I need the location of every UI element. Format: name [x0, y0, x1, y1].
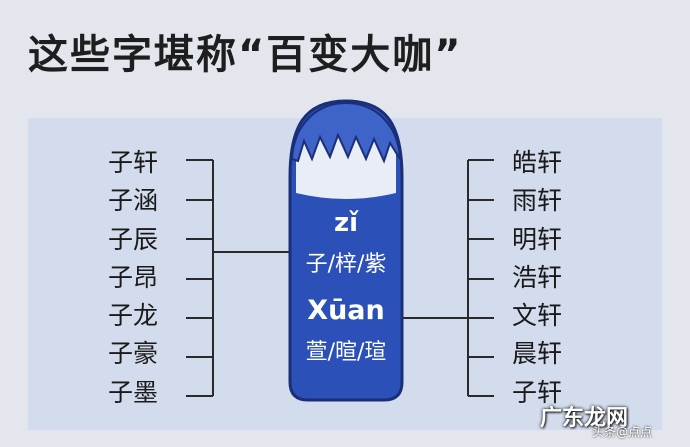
list-item: 明轩: [512, 224, 563, 254]
list-item: 子龙: [108, 301, 159, 331]
watermark: 广东龙网: [540, 406, 629, 431]
list-item: 子轩: [512, 377, 563, 407]
xuan-characters: 萱/暄/瑄: [305, 340, 387, 365]
list-item: 子昂: [108, 262, 159, 292]
list-item: 文轩: [512, 301, 563, 331]
list-item: 子涵: [108, 186, 159, 216]
pill-character-figure: [288, 99, 404, 402]
list-item: 浩轩: [512, 262, 563, 292]
list-item: 子豪: [108, 339, 159, 369]
right-name-list: 皓轩 雨轩 明轩 浩轩 文轩 晨轩 子轩: [512, 144, 562, 412]
list-item: 子辰: [108, 224, 159, 254]
left-name-list: 子轩 子涵 子辰 子昂 子龙 子豪 子墨: [108, 144, 158, 412]
figure-hair: [290, 101, 401, 164]
page-title: 这些字堪称“百变大咖”: [28, 32, 463, 78]
list-item: 雨轩: [512, 186, 563, 216]
list-item: 子墨: [108, 377, 159, 407]
zi-characters: 子/梓/紫: [305, 252, 387, 277]
list-item: 子轩: [108, 148, 159, 177]
list-item: 晨轩: [512, 339, 563, 369]
watermark-source: 头条@点点: [592, 425, 653, 439]
zi-pinyin: zǐ: [333, 208, 359, 238]
list-item: 皓轩: [512, 148, 563, 177]
xuan-pinyin: Xūan: [307, 295, 385, 326]
